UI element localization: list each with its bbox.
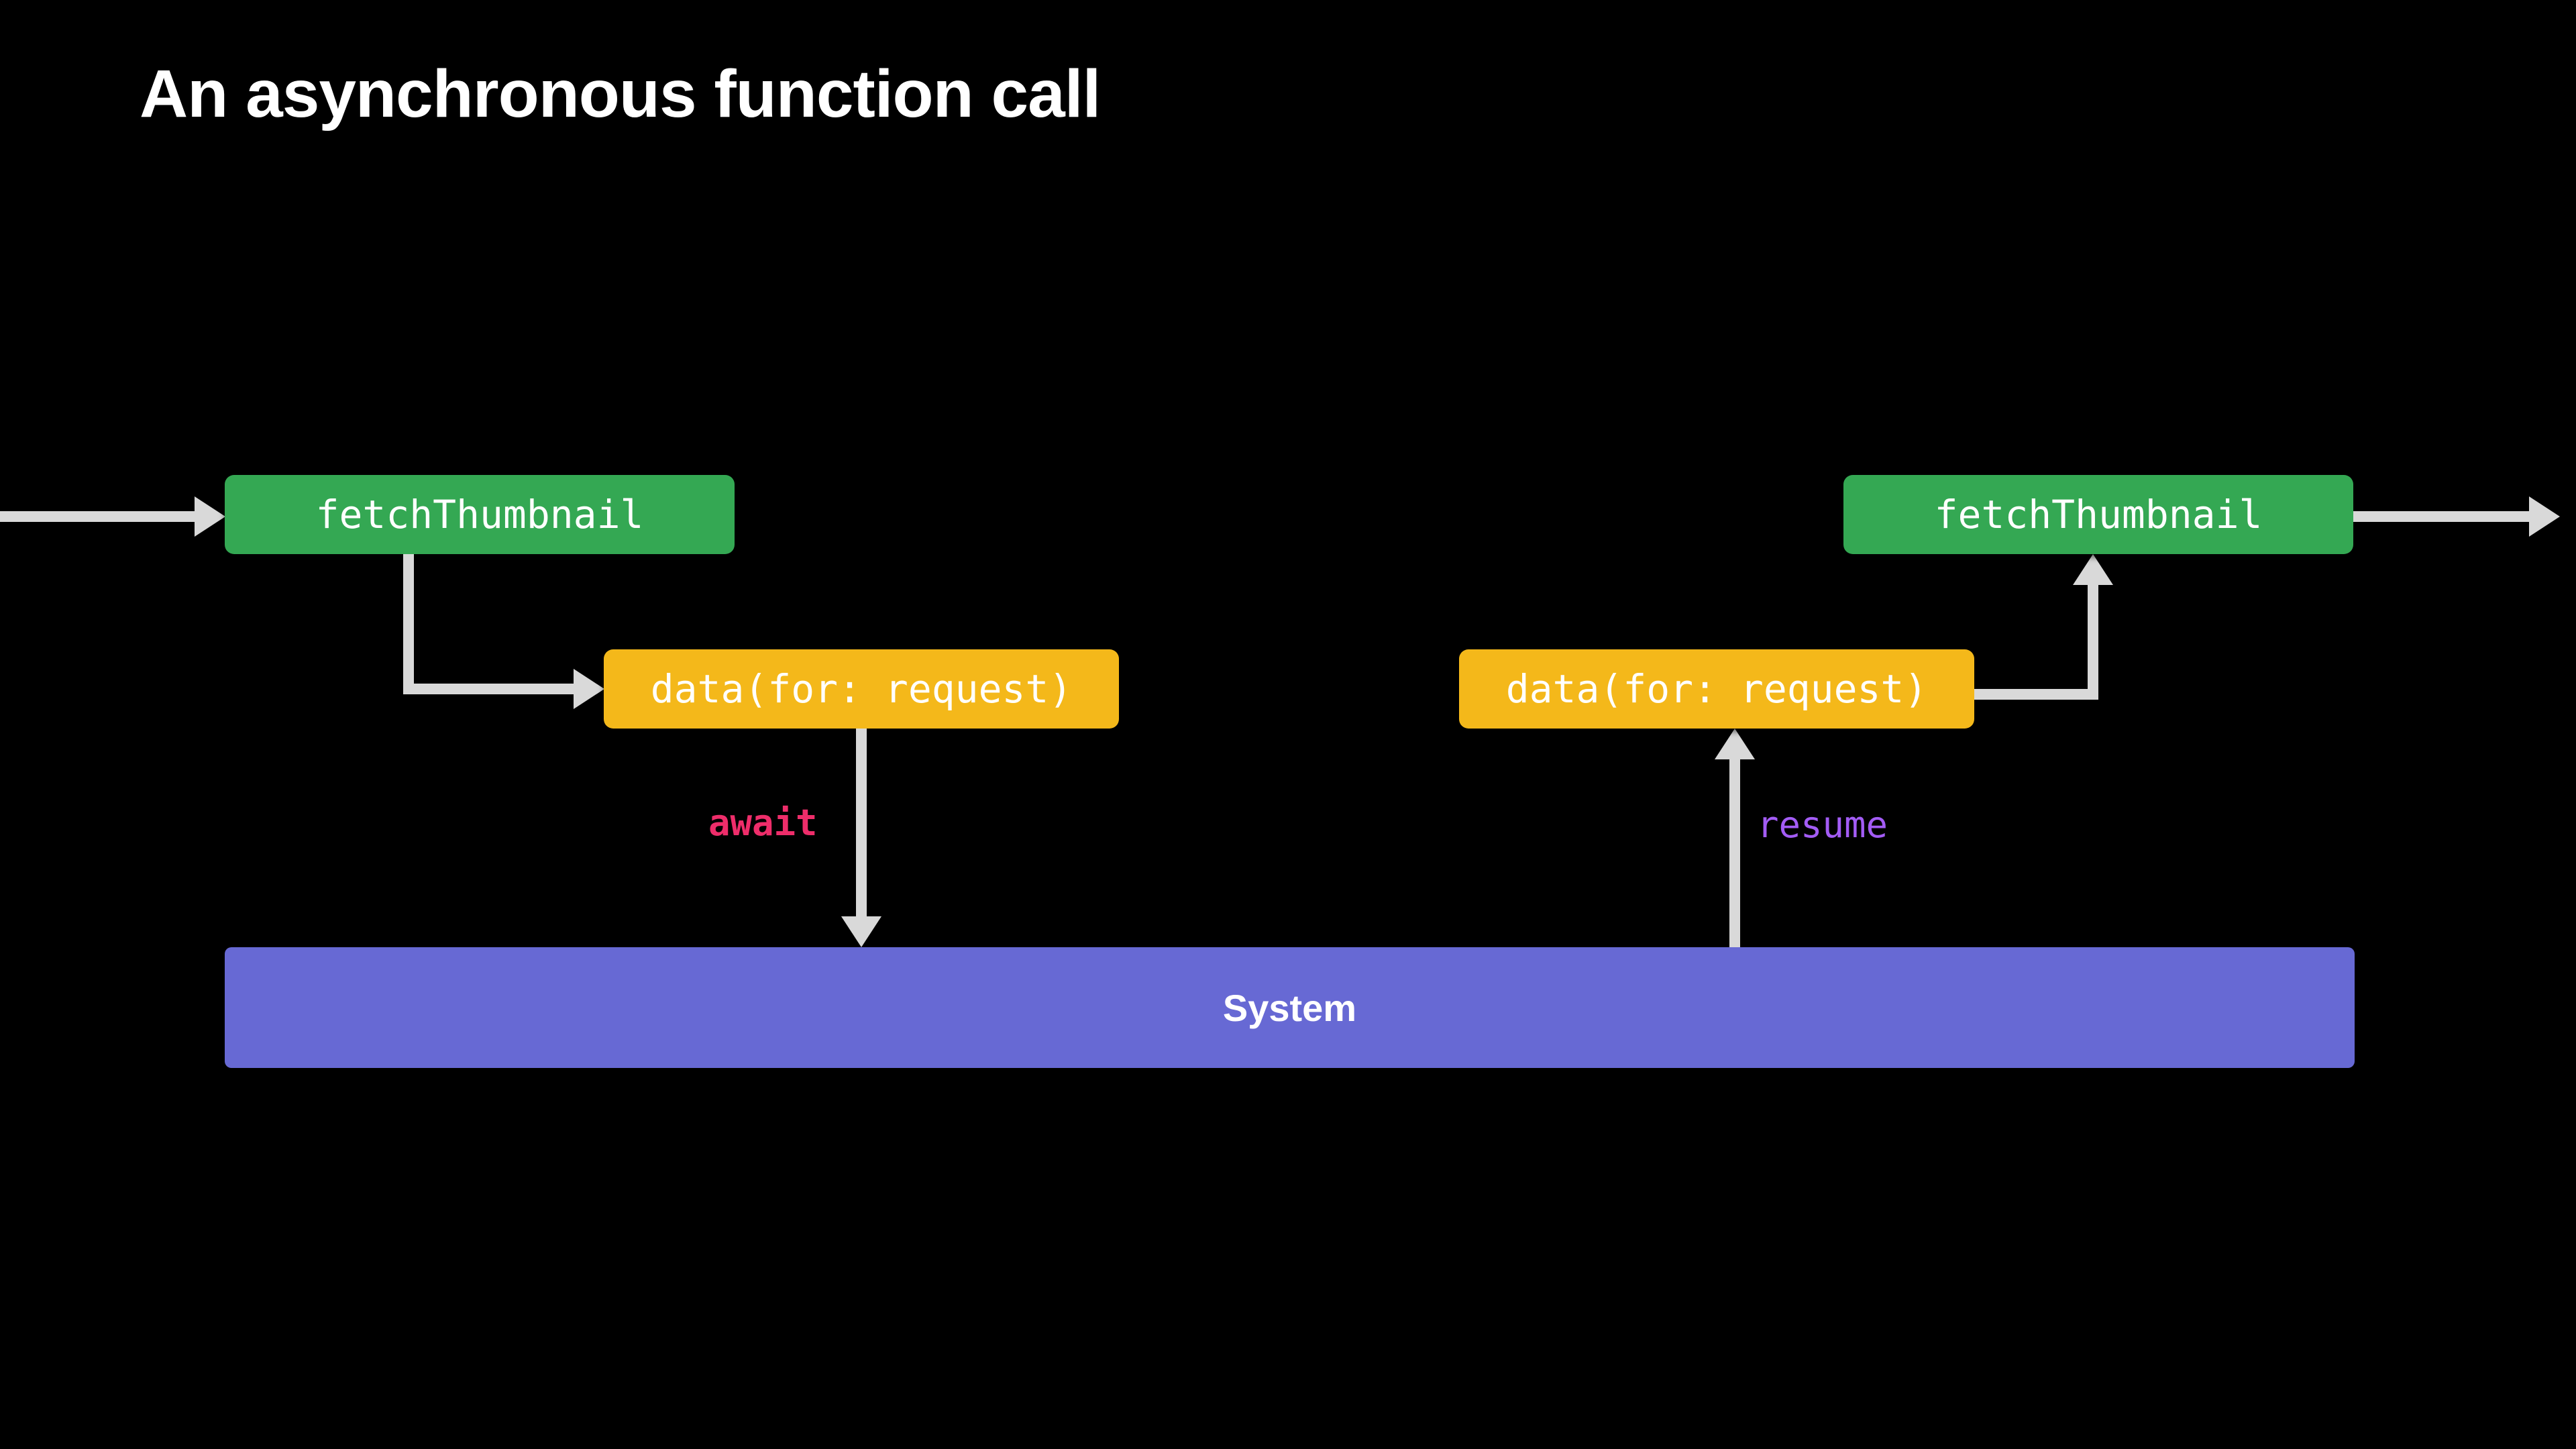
edge-label-resume: resume bbox=[1757, 804, 1888, 846]
fetch-to-data-vertical-shaft bbox=[403, 554, 414, 688]
entry-arrow-shaft bbox=[0, 511, 195, 522]
entry-arrow-head-icon bbox=[195, 496, 225, 537]
node-data-for-request-right[interactable]: data(for: request) bbox=[1459, 649, 1974, 729]
exit-arrow-shaft bbox=[2353, 511, 2529, 522]
node-fetch-thumbnail-left[interactable]: fetchThumbnail bbox=[225, 475, 735, 554]
resume-arrow-head-icon bbox=[1715, 729, 1755, 759]
node-label: data(for: request) bbox=[650, 666, 1073, 712]
node-label: fetchThumbnail bbox=[315, 492, 644, 537]
node-data-for-request-left[interactable]: data(for: request) bbox=[604, 649, 1119, 729]
node-label: data(for: request) bbox=[1505, 666, 1928, 712]
data-to-fetch-vertical-shaft bbox=[2088, 585, 2098, 689]
await-arrow-shaft bbox=[856, 729, 867, 934]
node-label: fetchThumbnail bbox=[1934, 492, 2263, 537]
node-label: System bbox=[1222, 986, 1357, 1029]
data-to-fetch-arrow-head-icon bbox=[2073, 554, 2113, 585]
resume-arrow-shaft bbox=[1729, 746, 1740, 947]
fetch-to-data-arrow-head-icon bbox=[574, 669, 604, 709]
node-system-bar[interactable]: System bbox=[225, 947, 2355, 1068]
await-arrow-head-icon bbox=[841, 916, 881, 947]
page-title: An asynchronous function call bbox=[140, 56, 1101, 131]
fetch-to-data-horizontal-shaft bbox=[403, 684, 574, 694]
exit-arrow-head-icon bbox=[2529, 496, 2560, 537]
node-fetch-thumbnail-right[interactable]: fetchThumbnail bbox=[1843, 475, 2353, 554]
edge-label-await: await bbox=[708, 802, 818, 844]
data-to-fetch-horizontal-shaft bbox=[1974, 689, 2098, 700]
